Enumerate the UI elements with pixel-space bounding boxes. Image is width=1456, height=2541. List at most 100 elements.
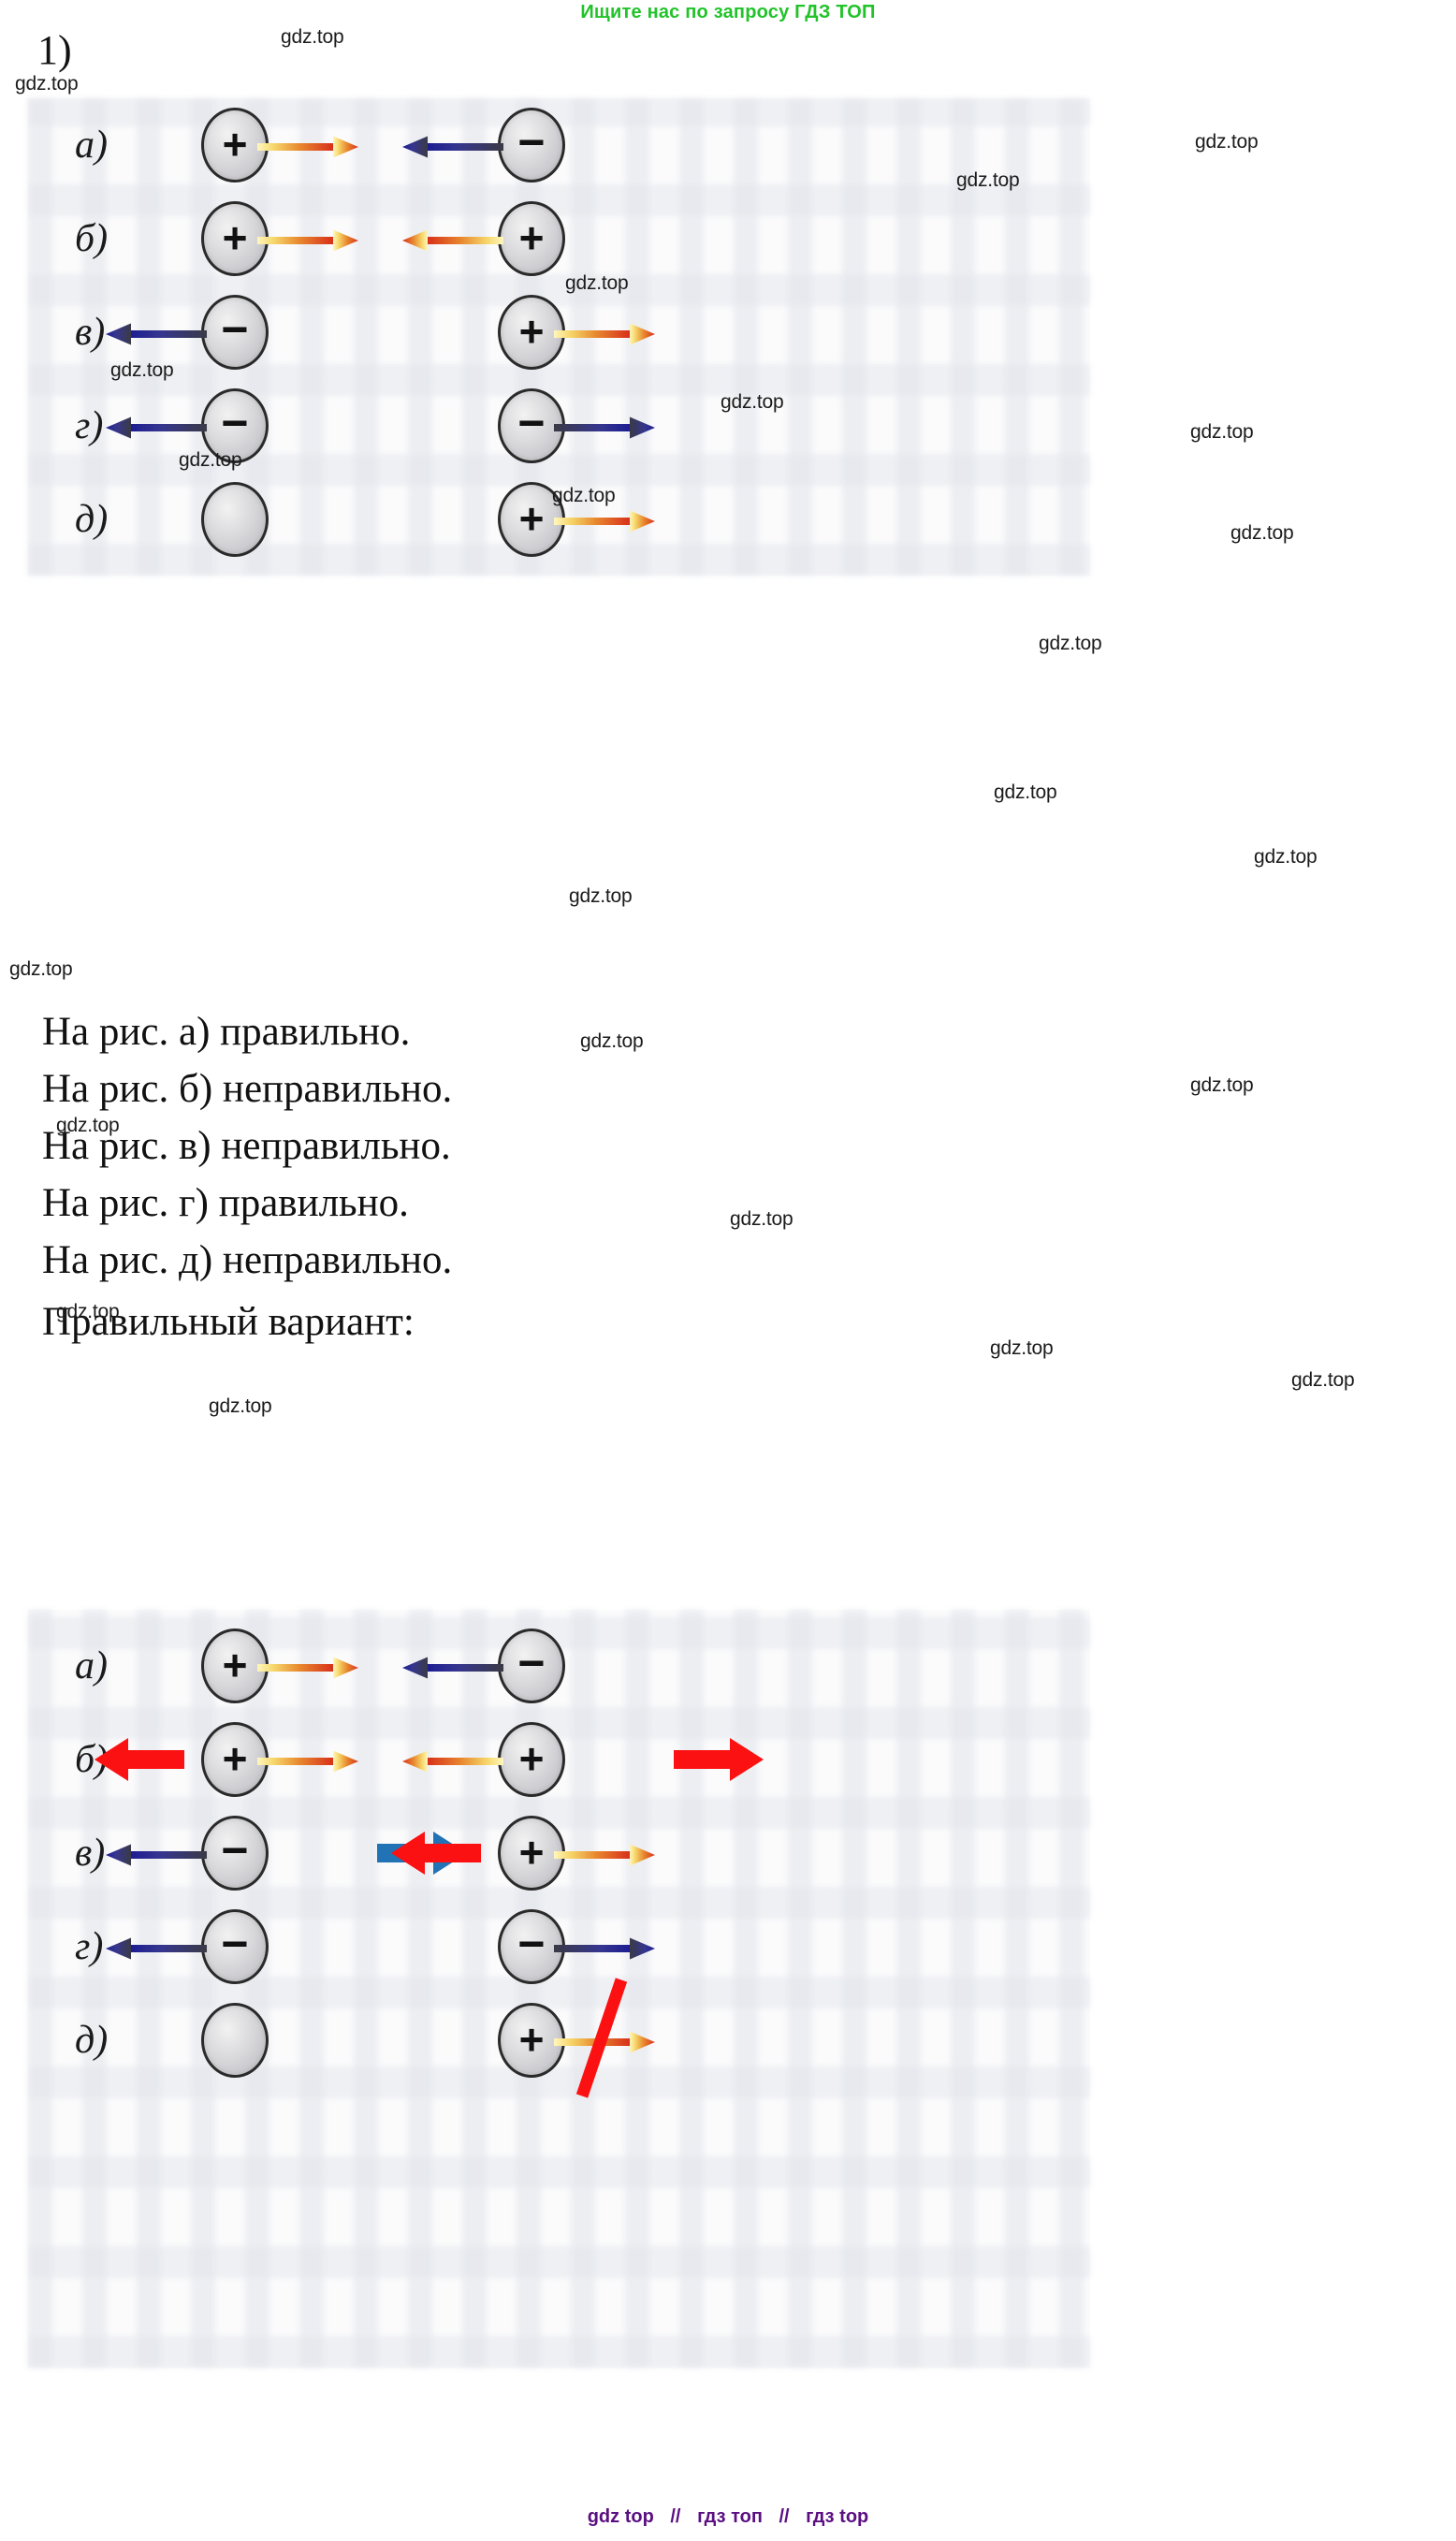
correction-arrow-red-right — [674, 1735, 764, 1784]
vector-arrow-right — [554, 1936, 655, 1960]
watermark-3: gdz.top — [956, 169, 1020, 191]
vector-arrow-right — [554, 2030, 655, 2053]
particle-charge-sign: + — [222, 213, 248, 263]
vector-arrow-right — [554, 322, 655, 345]
vector-arrow-left — [106, 1843, 207, 1866]
diagram-row: г) − − — [28, 1900, 1090, 1993]
row-label: б) — [75, 217, 109, 260]
watermark-6: gdz.top — [721, 391, 784, 413]
correct-variant-caption: Правильный вариант: — [42, 1300, 415, 1344]
particle-charge-sign: − — [517, 116, 546, 168]
particle-charge-sign: + — [518, 213, 545, 263]
watermark-0: gdz.top — [281, 26, 344, 48]
footer-separator-2: // — [779, 2506, 790, 2527]
particle-charge-sign: − — [517, 397, 546, 449]
watermark-16: gdz.top — [580, 1030, 644, 1052]
vector-arrow-right — [554, 416, 655, 439]
vector-arrow-left — [257, 1656, 358, 1679]
particle-left: − — [201, 295, 269, 370]
watermark-10: gdz.top — [1230, 522, 1294, 544]
vector-arrow-left — [106, 1936, 207, 1960]
diagram-row: а) + − — [28, 1619, 1090, 1713]
watermark-2: gdz.top — [1195, 131, 1259, 153]
watermark-18: gdz.top — [56, 1115, 120, 1136]
row-label: г) — [75, 1925, 104, 1968]
watermark-23: gdz.top — [209, 1395, 272, 1417]
diagram-row: д) + — [28, 1978, 1090, 2098]
footer-promo: gdz top // гдз топ // гдз top — [0, 2506, 1456, 2528]
particle-left: − — [201, 1909, 269, 1984]
vector-arrow-left — [257, 228, 358, 252]
row-label: г) — [75, 404, 104, 447]
answer-line-g: На рис. г) правильно. — [42, 1181, 409, 1225]
particle-charge-sign: + — [518, 307, 545, 357]
answer-line-a: На рис. а) правильно. — [42, 1010, 411, 1054]
particle-charge-sign: + — [518, 2015, 545, 2065]
watermark-11: gdz.top — [1039, 633, 1102, 654]
row-label: д) — [75, 498, 109, 541]
row-label: а) — [75, 124, 108, 167]
figure-original: а) + − б) + + в) − — [28, 98, 1090, 576]
particle-charge-sign: + — [518, 1734, 545, 1784]
watermark-21: gdz.top — [990, 1337, 1054, 1359]
watermark-15: gdz.top — [9, 958, 73, 980]
watermark-7: gdz.top — [1190, 421, 1254, 443]
footer-part-2: гдз топ — [697, 2506, 763, 2527]
watermark-1: gdz.top — [15, 73, 79, 95]
particle-charge-sign: + — [222, 120, 248, 169]
particle-charge-sign: − — [221, 303, 249, 356]
row-label: д) — [75, 2019, 109, 2062]
answer-line-d: На рис. д) неправильно. — [42, 1238, 453, 1282]
watermark-19: gdz.top — [730, 1208, 794, 1230]
correction-arrow-red-left — [391, 1829, 481, 1877]
particle-left: − — [201, 1816, 269, 1891]
correction-arrow-red-left — [95, 1735, 184, 1784]
vector-arrow-left — [106, 322, 207, 345]
particle-charge-sign: + — [222, 1641, 248, 1690]
vector-arrow-right — [554, 1843, 655, 1866]
particle-left — [201, 2003, 269, 2078]
answer-line-b: На рис. б) неправильно. — [42, 1067, 453, 1111]
watermark-4: gdz.top — [565, 272, 629, 294]
particle-right: + — [498, 201, 565, 276]
particle-right: + — [498, 1722, 565, 1797]
row-label: а) — [75, 1644, 108, 1687]
particle-charge-sign: − — [221, 1918, 249, 1970]
vector-arrow-right — [402, 228, 503, 252]
footer-part-3: гдз top — [806, 2506, 869, 2527]
particle-charge-sign: + — [518, 1828, 545, 1877]
particle-charge-sign: − — [221, 397, 249, 449]
particle-charge-sign: − — [221, 1824, 249, 1877]
particle-right: + — [498, 482, 565, 557]
vector-arrow-right — [402, 1656, 503, 1679]
watermark-22: gdz.top — [1291, 1369, 1355, 1391]
vector-arrow-right — [554, 509, 655, 533]
task-number: 1) — [37, 27, 72, 73]
particle-right: − — [498, 1628, 565, 1703]
particle-charge-sign: − — [517, 1918, 546, 1970]
answer-line-v: На рис. в) неправильно. — [42, 1124, 451, 1168]
row-label: в) — [75, 1832, 106, 1875]
strikethrough-mark — [569, 1973, 634, 2109]
watermark-8: gdz.top — [179, 449, 242, 471]
vector-arrow-left — [257, 135, 358, 158]
footer-part-1: gdz top — [587, 2506, 654, 2527]
watermark-12: gdz.top — [994, 781, 1057, 803]
watermark-17: gdz.top — [1190, 1074, 1254, 1096]
watermark-14: gdz.top — [569, 885, 633, 907]
particle-right: − — [498, 108, 565, 183]
row-label: в) — [75, 311, 106, 354]
vector-arrow-right — [402, 135, 503, 158]
diagram-row: в) − + — [28, 285, 1090, 379]
particle-right: + — [498, 295, 565, 370]
vector-arrow-left — [106, 416, 207, 439]
watermark-5: gdz.top — [110, 359, 174, 381]
diagram-row: б) + + — [28, 192, 1090, 285]
vector-arrow-right — [402, 1749, 503, 1773]
figure-corrected: а) + − б)+ + в) − — [28, 1610, 1090, 2368]
diagram-row: б)+ + — [28, 1713, 1090, 1806]
footer-separator-1: // — [670, 2506, 681, 2527]
watermark-20: gdz.top — [56, 1301, 120, 1322]
watermark-9: gdz.top — [552, 485, 616, 506]
header-promo-text: Ищите нас по запросу ГДЗ ТОП — [580, 2, 876, 22]
